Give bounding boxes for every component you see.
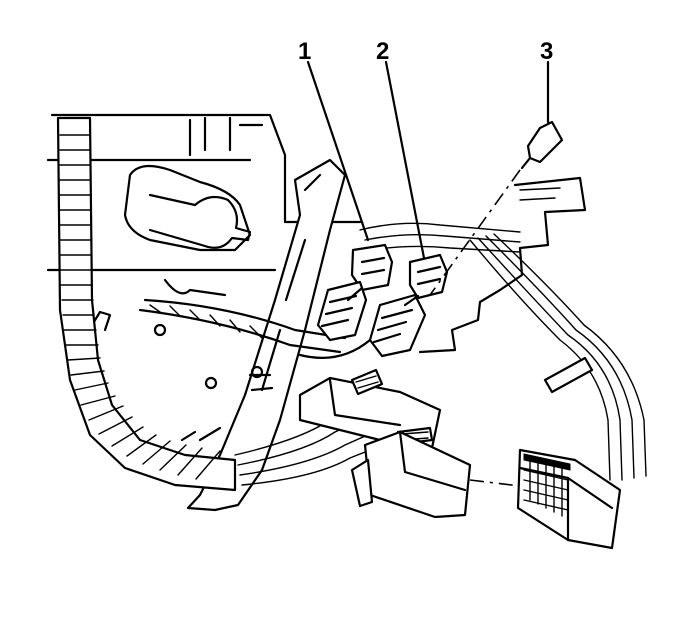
callout-label-2: 2 (376, 38, 390, 65)
connector-1 (316, 243, 394, 342)
large-connector (350, 430, 521, 519)
corrugated-conduit (56, 116, 237, 492)
stepped-panel-outline (418, 176, 587, 354)
relay-block (298, 368, 442, 450)
multi-pin-connector (516, 448, 622, 550)
wire-bundle (138, 222, 647, 486)
instrument-panel-structure (46, 113, 362, 512)
callout-label-1: 1 (298, 38, 312, 65)
callout-label-3: 3 (540, 38, 554, 65)
connector-pin-grid (523, 457, 569, 517)
connector-3-terminal (429, 120, 564, 296)
callout-leader-lines (306, 60, 550, 260)
connector-2 (368, 253, 449, 358)
